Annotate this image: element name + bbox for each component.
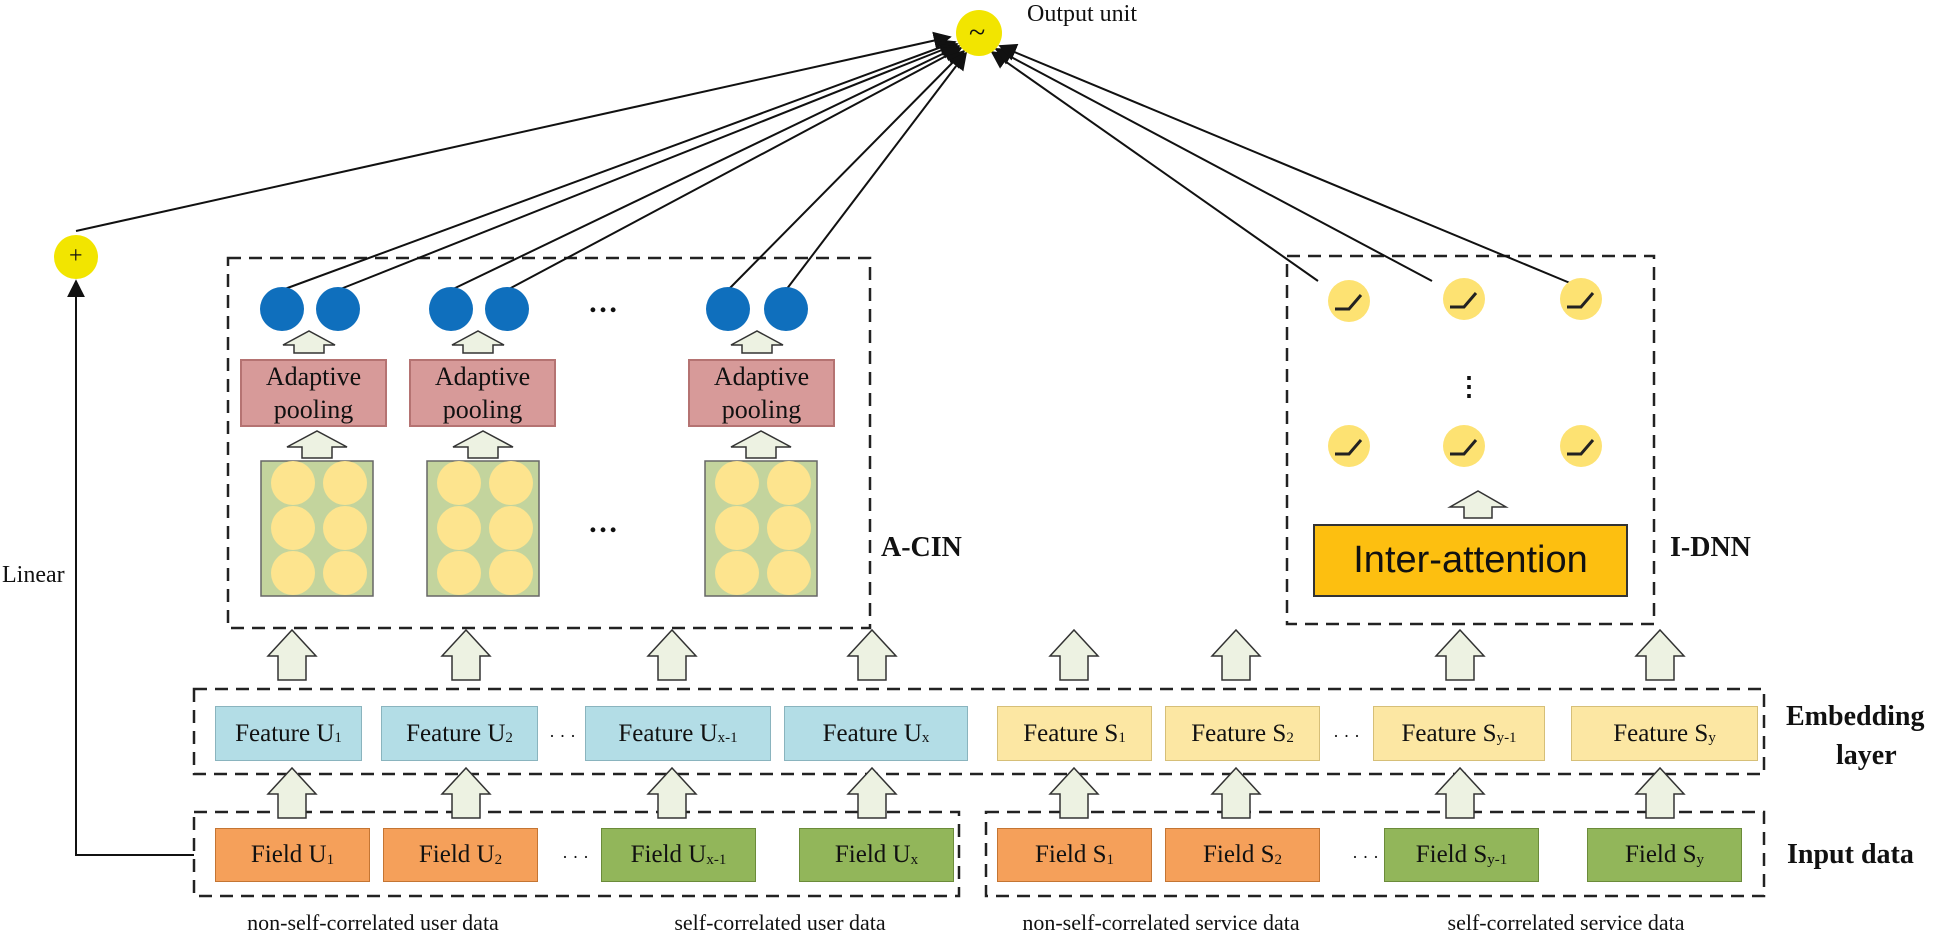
linear-connection: [67, 279, 194, 856]
embedding-user-dots: · · ·: [549, 726, 576, 746]
feature-map-1: [260, 460, 374, 597]
adder-node: [54, 235, 98, 279]
relu-nodes: [1328, 278, 1602, 467]
idnn-label: I-DNN: [1670, 532, 1751, 563]
adder-symbol: +: [69, 243, 83, 269]
inter-attention-box: Inter-attention: [1313, 524, 1628, 597]
adaptive-pooling-box-3: Adaptive pooling: [688, 359, 835, 427]
output-unit-label: Output unit: [1027, 1, 1138, 27]
output-connections: [75, 31, 1571, 291]
embedding-layer-label-line1: Embedding: [1786, 701, 1925, 732]
pooling-label-line2: pooling: [721, 395, 802, 424]
embedding-dashed-box: [192, 687, 1766, 776]
idnn-dashed-box: [1285, 254, 1656, 626]
output-unit-node: [956, 10, 1002, 56]
acin-label: A-CIN: [881, 532, 962, 563]
adaptive-pooling-box-2: Adaptive pooling: [409, 359, 556, 427]
input-user-dashed-box: [192, 810, 961, 898]
relu-node: [1443, 425, 1485, 467]
caption-non-self-correlated-user: non-self-correlated user data: [247, 910, 499, 935]
inter-attention-label: Inter-attention: [1353, 539, 1588, 581]
acin-nodes-ellipsis: …: [588, 286, 618, 319]
input-service-dots: · · ·: [1352, 847, 1379, 867]
pooling-label-line2: pooling: [442, 395, 523, 424]
idnn-vertical-ellipsis: ⋮: [1456, 372, 1482, 401]
feature-map-3: [704, 460, 818, 597]
relu-node: [1560, 425, 1602, 467]
relu-node: [1443, 278, 1485, 320]
adaptive-pooling-box-1: Adaptive pooling: [240, 359, 387, 427]
input-service-dashed-box: [984, 810, 1766, 898]
relu-node: [1328, 425, 1370, 467]
relu-node: [1560, 278, 1602, 320]
input-data-label: Input data: [1787, 839, 1914, 870]
embedding-layer-label-line2: layer: [1836, 740, 1897, 771]
input-user-dots: · · ·: [562, 847, 589, 867]
linear-label: Linear: [2, 562, 65, 588]
acin-maps-ellipsis: …: [588, 506, 618, 539]
feature-map-2: [426, 460, 540, 597]
caption-non-self-correlated-service: non-self-correlated service data: [1022, 910, 1300, 935]
acin-dashed-box: [226, 256, 872, 630]
flow-arrows: [266, 330, 1686, 819]
relu-node: [1328, 280, 1370, 322]
cin-output-nodes: [260, 287, 808, 331]
caption-self-correlated-user: self-correlated user data: [674, 910, 886, 935]
embedding-service-dots: · · ·: [1333, 726, 1360, 746]
output-unit-symbol: ~: [969, 16, 986, 49]
pooling-label-line2: pooling: [273, 395, 354, 424]
feature-map-blocks: [260, 460, 818, 597]
caption-self-correlated-service: self-correlated service data: [1447, 910, 1685, 935]
pooling-label-line1: Adaptive: [713, 362, 810, 391]
pooling-label-line1: Adaptive: [434, 362, 531, 391]
pooling-label-line1: Adaptive: [265, 362, 362, 391]
